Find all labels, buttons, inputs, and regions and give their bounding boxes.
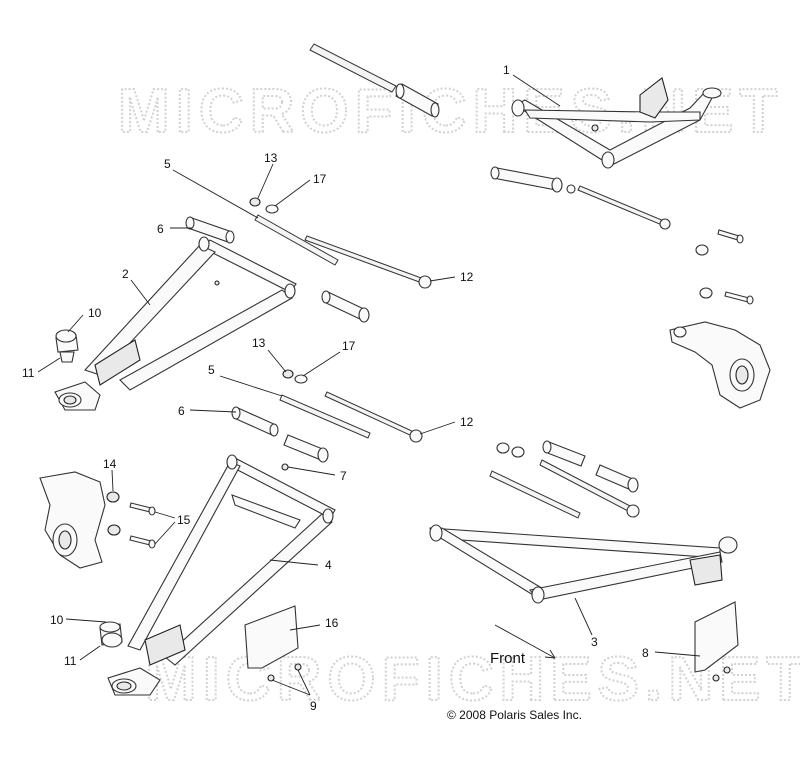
upper-shaft-top: [309, 43, 440, 118]
bushing-upper: [185, 216, 235, 244]
callout-1: 1: [503, 63, 510, 77]
callout-17-middle: 17: [342, 339, 356, 353]
lower-left-a-arm: [107, 454, 336, 696]
callout-5-middle: 5: [208, 363, 215, 377]
callout-5-upper: 5: [164, 157, 171, 171]
callout-11-lower: 11: [64, 654, 77, 668]
nut-washer-upper: [249, 197, 279, 214]
bolt-middle: [324, 391, 423, 443]
callout-9: 9: [310, 699, 317, 713]
callout-2: 2: [122, 267, 129, 281]
front-label: Front: [490, 650, 526, 667]
bushing-middle: [231, 406, 329, 463]
callout-6-upper: 6: [157, 222, 164, 236]
callout-15: 15: [177, 513, 191, 527]
callout-12-upper: 12: [460, 270, 474, 284]
guard-plate-right: [694, 601, 739, 682]
shaft-upper: [254, 214, 339, 266]
callout-12-middle: 12: [460, 415, 474, 429]
right-knuckle: [669, 321, 771, 409]
bushing-upper-middle: [321, 290, 370, 323]
callout-11-upper: 11: [22, 366, 35, 380]
callout-10-lower: 10: [50, 613, 64, 627]
callout-7: 7: [340, 469, 347, 483]
nut-washer-middle: [282, 369, 308, 384]
lower-right-hardware: [489, 440, 640, 519]
callout-8: 8: [642, 646, 649, 660]
bolt-upper: [304, 235, 432, 289]
callout-14: 14: [103, 457, 117, 471]
guard-plate-left: [244, 605, 299, 669]
upper-shaft-right: [490, 166, 671, 230]
callout-13-upper: 13: [264, 151, 278, 165]
callouts: 1 2 3 4 5 5 6 6 7 8 9 10 10 11 11 12 12 …: [22, 63, 649, 713]
lower-right-a-arm: [429, 524, 738, 604]
right-fasteners: [695, 229, 754, 305]
screw-small: [281, 463, 289, 471]
upper-left-a-arm: [54, 236, 297, 411]
callout-6-middle: 6: [178, 404, 185, 418]
front-arrow: [494, 624, 556, 659]
callout-3: 3: [591, 635, 598, 649]
leader-lines: [37, 74, 701, 696]
callout-10-upper: 10: [88, 306, 102, 320]
left-fasteners: [106, 491, 156, 549]
callout-13-middle: 13: [252, 336, 266, 350]
upper-right-a-arm: [511, 77, 722, 169]
copyright-text: © 2008 Polaris Sales Inc.: [447, 708, 582, 722]
ball-joint-upper-left: [55, 329, 79, 363]
callout-16: 16: [325, 616, 339, 630]
callout-17-upper: 17: [313, 172, 327, 186]
shaft-middle: [279, 394, 371, 439]
left-knuckle: [39, 471, 106, 569]
callout-4: 4: [325, 558, 332, 572]
ball-joint-lower-left: [99, 621, 123, 648]
